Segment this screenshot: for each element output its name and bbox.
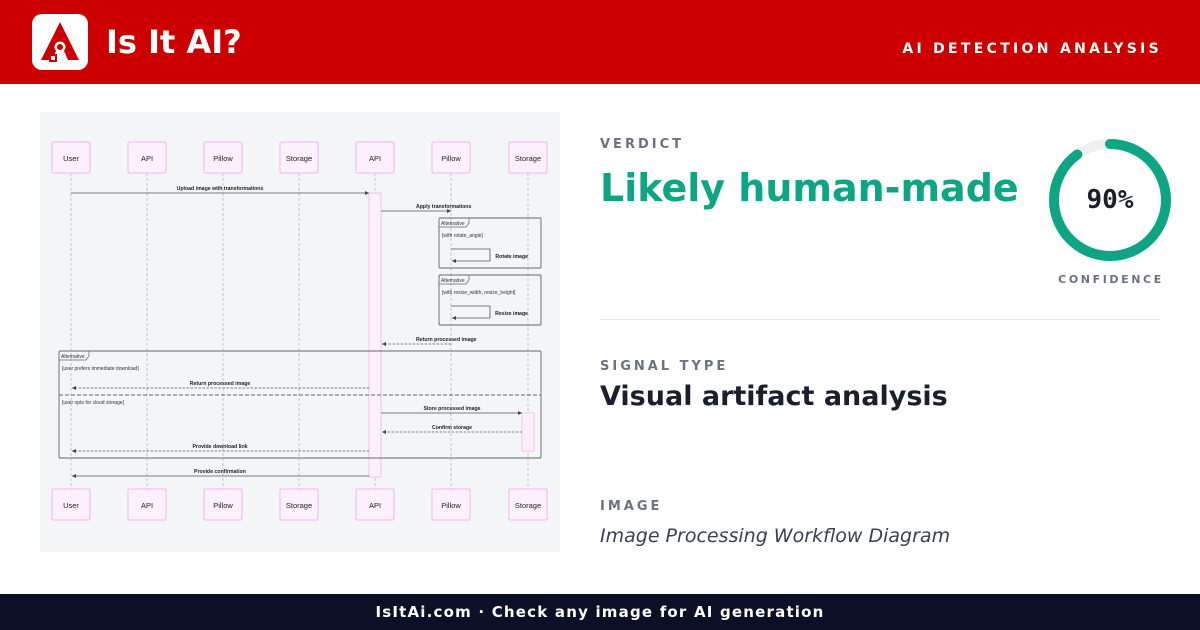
activation-bar	[368, 192, 382, 478]
self-call-loop	[451, 248, 491, 261]
participant-box	[127, 488, 167, 521]
alt-frame	[58, 350, 542, 459]
participant-label: API	[369, 501, 381, 510]
header-bar: Is It AI? AI DETECTION ANALYSIS	[0, 0, 1200, 84]
participant-label: Storage	[286, 154, 312, 163]
participant-box	[431, 488, 471, 521]
participant-label: User	[63, 501, 79, 510]
participant-box	[508, 488, 548, 521]
signal-type-label: SIGNAL TYPE	[600, 359, 729, 374]
alt-frame	[438, 217, 542, 269]
message-label: Provide confirmation	[194, 469, 246, 475]
alt-condition: [with rotate_angle]	[442, 233, 483, 239]
message-arrowhead	[382, 430, 386, 434]
alt-frame-tab	[439, 218, 470, 228]
alt-condition: [user opts for cloud storage]	[62, 400, 125, 406]
participant-box	[355, 141, 395, 174]
alt-condition: [with resize_width, resize_height]	[442, 290, 516, 296]
message-arrowhead	[365, 191, 369, 195]
alt-frame-tab	[59, 351, 90, 361]
message-arrowhead	[518, 411, 522, 415]
participant-label: User	[63, 154, 79, 163]
participant-label: Storage	[515, 154, 541, 163]
gauge-arc	[1049, 139, 1171, 261]
message-label: Return processed image	[416, 337, 477, 343]
message-arrowhead	[72, 474, 76, 478]
verdict-label: VERDICT	[600, 137, 684, 152]
confidence-gauge	[1049, 139, 1171, 261]
message-arrowhead	[382, 342, 386, 346]
section-divider	[600, 319, 1160, 320]
message-label: Confirm storage	[432, 425, 472, 431]
participant-label: API	[141, 501, 153, 510]
message-arrowhead	[447, 209, 451, 213]
alt-frame-tab	[439, 275, 470, 285]
self-call-loop	[451, 305, 491, 318]
activation-bar	[521, 412, 535, 452]
confidence-label: CONFIDENCE	[1058, 273, 1164, 286]
message-arrowhead	[452, 259, 456, 263]
message-arrowhead	[452, 316, 456, 320]
message-label: Apply transformations	[416, 204, 471, 210]
alt-frame-label: Alternative	[441, 221, 465, 227]
aperture-a-logo-icon[interactable]	[32, 14, 88, 70]
message-label: Resize image	[495, 311, 528, 317]
message-arrowhead	[72, 449, 76, 453]
message-arrowhead	[72, 386, 76, 390]
alt-frame-label: Alternative	[441, 278, 465, 284]
participant-box	[203, 141, 243, 174]
alt-frame	[438, 274, 542, 326]
image-title: Image Processing Workflow Diagram	[600, 525, 951, 547]
verdict-value: Likely human-made	[600, 166, 1019, 210]
header-tagline: AI DETECTION ANALYSIS	[902, 41, 1162, 57]
message-label: Return processed image	[190, 381, 251, 387]
participant-box	[508, 141, 548, 174]
message-label: Store processed image	[423, 406, 480, 412]
participant-label: API	[369, 154, 381, 163]
participant-label: Pillow	[213, 154, 233, 163]
participant-label: Pillow	[213, 501, 233, 510]
message-label: Upload image with transformations	[177, 186, 264, 192]
participant-box	[355, 488, 395, 521]
message-label: Rotate image	[495, 254, 528, 260]
participant-label: API	[141, 154, 153, 163]
confidence-value: 90%	[1086, 185, 1134, 215]
participant-box	[279, 488, 319, 521]
participant-box	[203, 488, 243, 521]
participant-label: Storage	[515, 501, 541, 510]
message-label: Provide download link	[192, 444, 247, 450]
participant-box	[431, 141, 471, 174]
alt-condition: [user prefers immediate download]	[62, 366, 139, 372]
participant-box	[51, 488, 91, 521]
brand-name[interactable]: Is It AI?	[106, 23, 242, 61]
footer-link-text[interactable]: IsItAi.com · Check any image for AI gene…	[375, 603, 825, 621]
signal-type-value: Visual artifact analysis	[600, 381, 948, 412]
participant-box	[279, 141, 319, 174]
participant-label: Pillow	[441, 501, 461, 510]
participant-label: Pillow	[441, 154, 461, 163]
footer-bar: IsItAi.com · Check any image for AI gene…	[0, 594, 1200, 630]
participant-box	[51, 141, 91, 174]
alt-frame-label: Alternative	[61, 354, 85, 360]
participant-box	[127, 141, 167, 174]
image-label: IMAGE	[600, 499, 663, 514]
participant-label: Storage	[286, 501, 312, 510]
